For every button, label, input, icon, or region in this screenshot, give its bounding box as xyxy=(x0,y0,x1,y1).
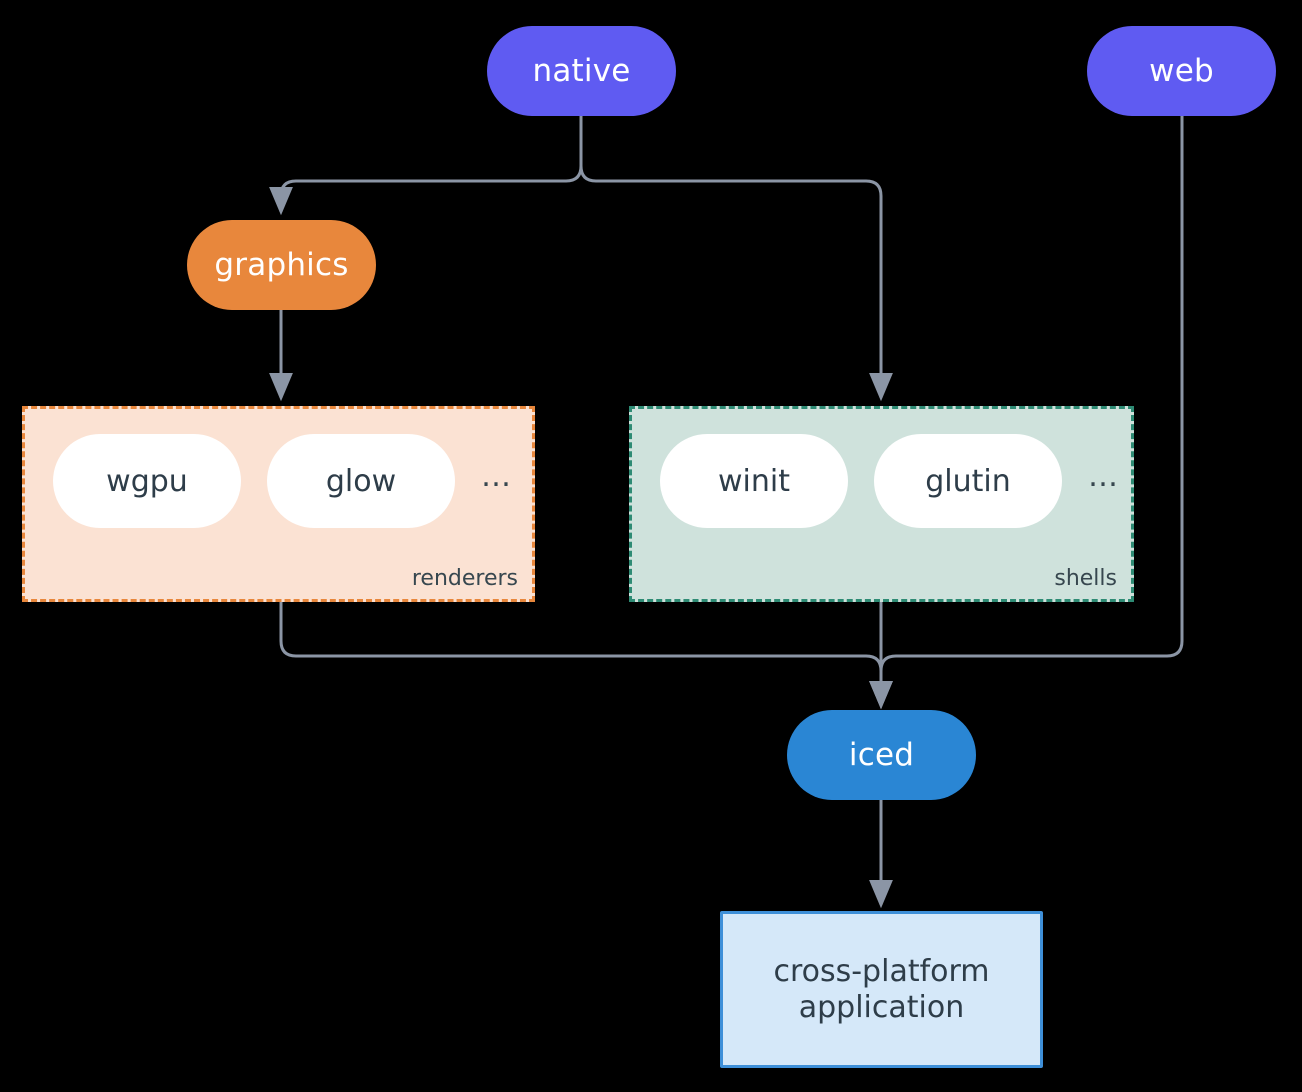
chip-wgpu-label: wgpu xyxy=(106,463,188,499)
chip-winit[interactable]: winit xyxy=(660,434,848,528)
chip-wgpu[interactable]: wgpu xyxy=(53,434,241,528)
group-shells[interactable]: winit glutin … shells xyxy=(629,406,1134,602)
chip-glow-label: glow xyxy=(325,463,397,499)
node-iced-label: iced xyxy=(848,736,915,773)
node-native[interactable]: native xyxy=(487,26,676,116)
chip-winit-label: winit xyxy=(718,463,790,499)
application-line-1: cross-platform xyxy=(773,954,990,990)
chip-glutin[interactable]: glutin xyxy=(874,434,1062,528)
group-renderers[interactable]: wgpu glow … renderers xyxy=(22,406,535,602)
node-web[interactable]: web xyxy=(1087,26,1276,116)
edge-native-to-shells xyxy=(579,116,893,402)
group-shells-items: winit glutin … xyxy=(660,434,1120,528)
edge-native-to-graphics xyxy=(269,116,583,216)
group-renderers-label: renderers xyxy=(411,566,518,591)
edge-renderers-to-iced xyxy=(279,602,893,710)
node-graphics-label: graphics xyxy=(214,246,349,283)
node-iced[interactable]: iced xyxy=(787,710,976,800)
renderers-overflow-ellipsis: … xyxy=(481,458,513,494)
group-shells-label: shells xyxy=(1054,566,1117,591)
shells-overflow-ellipsis: … xyxy=(1088,458,1120,494)
application-line-2: application xyxy=(798,989,965,1025)
chip-glutin-label: glutin xyxy=(925,463,1011,499)
chip-glow[interactable]: glow xyxy=(267,434,455,528)
node-web-label: web xyxy=(1149,52,1214,89)
node-application[interactable]: cross-platform application xyxy=(720,911,1043,1068)
group-renderers-items: wgpu glow … xyxy=(53,434,513,528)
node-graphics[interactable]: graphics xyxy=(187,220,376,310)
node-native-label: native xyxy=(532,52,631,89)
